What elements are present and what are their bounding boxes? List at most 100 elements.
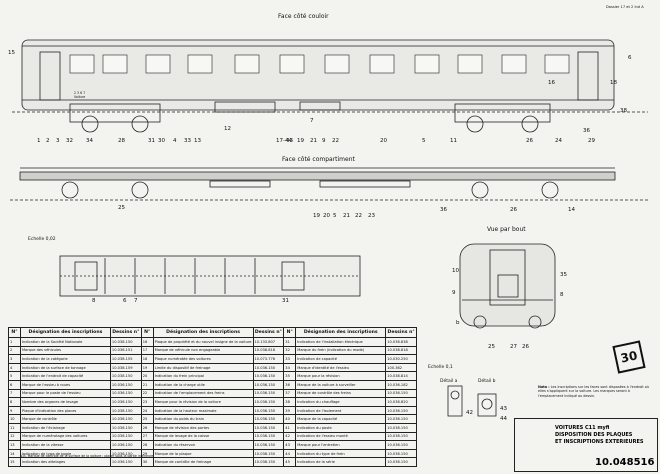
table-cell: Marque du frein (indication du mode) bbox=[295, 345, 387, 356]
table-header-row: N° Désignation des inscriptions Dessins … bbox=[8, 327, 417, 338]
table-cell: Indication des attelages bbox=[19, 457, 111, 467]
table-cell: Indication du frein principal bbox=[152, 371, 254, 381]
table-cell: 10.036.150 bbox=[385, 422, 417, 433]
table-cell: Indication de l'endroit de capacité bbox=[19, 371, 111, 381]
table-cell: 13 bbox=[8, 440, 21, 450]
table-cell: 10.030.250 bbox=[385, 354, 417, 364]
table-cell: 10.036.150 bbox=[252, 388, 285, 399]
callout: 14 bbox=[568, 207, 575, 213]
callout: 31 bbox=[282, 298, 289, 304]
table-cell: Indication de la surface de tonnage bbox=[19, 362, 111, 373]
table-cell: Marque de contrôle de freinage bbox=[152, 457, 254, 467]
callout: 30 bbox=[158, 138, 165, 144]
table-cell: 19 bbox=[140, 362, 154, 373]
table-cell: Marque des véhicules bbox=[19, 345, 111, 356]
column-header: Dessins n° bbox=[385, 327, 417, 338]
callout: 32 bbox=[66, 138, 73, 144]
callout: 22 bbox=[355, 213, 362, 219]
table-cell: Indication du poste bbox=[295, 422, 387, 433]
table-cell: Marque de véhicule non engageable bbox=[152, 345, 254, 356]
table-cell: 10.038.150 bbox=[109, 371, 142, 381]
table-cell: Indication du poids du train bbox=[152, 414, 254, 424]
table-cell: Marque de la plaque bbox=[152, 448, 254, 459]
table-cell: 10.036.150 bbox=[385, 448, 417, 459]
view-label-end: Vue par bout bbox=[487, 226, 526, 233]
table-cell: Limite du dispositif de freinage bbox=[152, 362, 254, 373]
callout: 26 bbox=[522, 344, 529, 350]
table-cell: Indication de la vitesse bbox=[19, 440, 111, 450]
table-cell: 10.036.150 bbox=[252, 431, 285, 442]
table-cell: 10.036.150 bbox=[385, 457, 417, 467]
column-header: Désignation des inscriptions bbox=[295, 327, 387, 338]
table-cell: 31 bbox=[283, 337, 297, 347]
callout: 17-44 bbox=[276, 138, 292, 144]
table-cell: 10.073.776 bbox=[252, 354, 285, 364]
table-cell: 10.036.150 bbox=[252, 414, 285, 424]
callout: 20 bbox=[380, 138, 387, 144]
table-cell: Marque de contrôle bbox=[19, 414, 111, 424]
table-cell: 10.036.820 bbox=[385, 397, 417, 407]
callout: 29 bbox=[588, 138, 595, 144]
table-cell: Marque de révision des portes bbox=[152, 422, 254, 433]
top-right-stamp: Dossier 17 et 2 Ind A bbox=[606, 5, 644, 9]
table-cell: 38 bbox=[283, 397, 297, 407]
table-cell: 10.036.150 bbox=[109, 414, 142, 424]
table-cell: 25 bbox=[140, 414, 154, 424]
title-line-1: VOITURES C11 myfi bbox=[555, 425, 610, 431]
table-cell: 37 bbox=[283, 388, 297, 399]
callout: 3 bbox=[56, 138, 60, 144]
table-cell: Indication de la hauteur maximale bbox=[152, 405, 254, 416]
callout: 26 bbox=[526, 138, 533, 144]
column-header: Désignation des inscriptions bbox=[19, 327, 111, 338]
table-cell: 15 bbox=[8, 457, 21, 467]
table-cell: Marque de la voiture à surveiller bbox=[295, 379, 387, 390]
callout: 35 bbox=[560, 272, 567, 278]
callout: 34 bbox=[86, 138, 93, 144]
table-cell: Indication de la série bbox=[295, 457, 387, 467]
table-cell: 10.036.182 bbox=[385, 379, 417, 390]
scale-main: Echelle 0,02 bbox=[28, 237, 56, 242]
table-cell: Marque pour l'entretien bbox=[295, 440, 387, 450]
callout: 26 bbox=[510, 207, 517, 213]
table-cell: Indication du type de frein bbox=[295, 448, 387, 459]
callout: 43 bbox=[286, 138, 293, 144]
callout: 44 bbox=[500, 416, 507, 422]
note-label: Nota : bbox=[538, 385, 550, 389]
table-cell: 45 bbox=[283, 457, 297, 467]
table-cell: 2 bbox=[8, 345, 21, 356]
callout: 28 bbox=[118, 138, 125, 144]
view-label-compartment: Face côté compartiment bbox=[282, 156, 355, 163]
callout: 8 bbox=[560, 292, 564, 298]
callout: 4 bbox=[173, 138, 177, 144]
table-cell: 10.036.150 bbox=[385, 388, 417, 399]
table-cell: 10.038.150 bbox=[109, 405, 142, 416]
title-block: VOITURES C11 myfi DISPOSITION DES PLAQUE… bbox=[514, 418, 658, 472]
table-cell: 14 bbox=[8, 448, 21, 459]
table-cell: Indication de la catégorie bbox=[19, 354, 111, 364]
table-cell: 9 bbox=[8, 405, 21, 416]
column-header: Dessins n° bbox=[252, 327, 285, 338]
table-cell: 10 bbox=[8, 414, 21, 424]
callout: 33 bbox=[184, 138, 191, 144]
table-cell: Marque pour la révision de la voiture bbox=[152, 397, 254, 407]
table-cell: 3 bbox=[8, 354, 21, 364]
table-cell: Indication de l'éclairage bbox=[19, 422, 111, 433]
table-cell: 10.036.150 bbox=[109, 440, 142, 450]
table-cell: 10.036.150 bbox=[109, 397, 142, 407]
table-cell: 10.036.150 bbox=[109, 431, 142, 442]
callout: 25 bbox=[118, 205, 125, 211]
table-cell: 27 bbox=[140, 431, 154, 442]
title-line-3: ET INSCRIPTIONS EXTERIEURES bbox=[555, 439, 644, 445]
column-header: N° bbox=[283, 327, 297, 338]
table-cell: 10.038.818 bbox=[252, 345, 285, 356]
